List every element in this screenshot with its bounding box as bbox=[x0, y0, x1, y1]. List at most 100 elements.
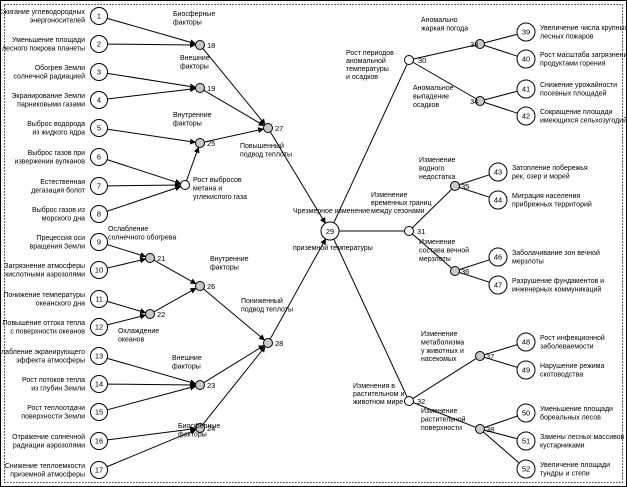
node-10[interactable] bbox=[90, 261, 108, 279]
node-51[interactable] bbox=[516, 431, 536, 451]
node-gas[interactable] bbox=[180, 180, 190, 190]
node-36[interactable] bbox=[450, 266, 460, 276]
node-circle-41[interactable] bbox=[516, 79, 536, 99]
node-6[interactable] bbox=[90, 148, 108, 166]
node-4[interactable] bbox=[90, 91, 108, 109]
node-circle-29[interactable] bbox=[320, 221, 340, 241]
node-29[interactable] bbox=[320, 221, 340, 241]
node-circle-27[interactable] bbox=[263, 123, 273, 133]
node-circle-3[interactable] bbox=[90, 63, 108, 81]
node-16[interactable] bbox=[90, 432, 108, 450]
node-circle-34[interactable] bbox=[475, 96, 485, 106]
node-circle-25[interactable] bbox=[195, 138, 205, 148]
node-34[interactable] bbox=[475, 96, 485, 106]
node-30[interactable] bbox=[404, 55, 414, 65]
node-27[interactable] bbox=[263, 123, 273, 133]
node-circle-30[interactable] bbox=[404, 55, 414, 65]
node-circle-31[interactable] bbox=[404, 226, 414, 236]
node-46[interactable] bbox=[488, 247, 508, 267]
node-circle-49[interactable] bbox=[516, 360, 536, 380]
node-12[interactable] bbox=[90, 318, 108, 336]
node-42[interactable] bbox=[516, 106, 536, 126]
node-circle-11[interactable] bbox=[90, 290, 108, 308]
node-32[interactable] bbox=[404, 396, 414, 406]
node-8[interactable] bbox=[90, 205, 108, 223]
node-3[interactable] bbox=[90, 63, 108, 81]
node-circle-37[interactable] bbox=[475, 351, 485, 361]
node-33[interactable] bbox=[475, 39, 485, 49]
node-circle-gas[interactable] bbox=[180, 180, 190, 190]
node-circle-7[interactable] bbox=[90, 177, 108, 195]
node-circle-6[interactable] bbox=[90, 148, 108, 166]
node-circle-24[interactable] bbox=[195, 423, 205, 433]
node-35[interactable] bbox=[450, 181, 460, 191]
node-7[interactable] bbox=[90, 177, 108, 195]
node-circle-21[interactable] bbox=[145, 253, 155, 263]
node-circle-52[interactable] bbox=[516, 459, 536, 479]
node-circle-22[interactable] bbox=[145, 309, 155, 319]
node-26[interactable] bbox=[195, 281, 205, 291]
node-49[interactable] bbox=[516, 360, 536, 380]
node-47[interactable] bbox=[488, 275, 508, 295]
node-43[interactable] bbox=[488, 162, 508, 182]
node-circle-23[interactable] bbox=[195, 380, 205, 390]
node-circle-46[interactable] bbox=[488, 247, 508, 267]
node-circle-44[interactable] bbox=[488, 190, 508, 210]
node-31[interactable] bbox=[404, 226, 414, 236]
node-circle-17[interactable] bbox=[90, 461, 108, 479]
node-22[interactable] bbox=[145, 309, 155, 319]
node-circle-12[interactable] bbox=[90, 318, 108, 336]
node-circle-43[interactable] bbox=[488, 162, 508, 182]
node-24[interactable] bbox=[195, 423, 205, 433]
node-circle-40[interactable] bbox=[516, 49, 536, 69]
node-5[interactable] bbox=[90, 119, 108, 137]
node-circle-1[interactable] bbox=[90, 7, 108, 25]
node-circle-13[interactable] bbox=[90, 347, 108, 365]
node-40[interactable] bbox=[516, 49, 536, 69]
node-circle-19[interactable] bbox=[195, 83, 205, 93]
node-37[interactable] bbox=[475, 351, 485, 361]
node-circle-8[interactable] bbox=[90, 205, 108, 223]
node-2[interactable] bbox=[90, 35, 108, 53]
node-circle-10[interactable] bbox=[90, 261, 108, 279]
node-25[interactable] bbox=[195, 138, 205, 148]
node-circle-4[interactable] bbox=[90, 91, 108, 109]
node-41[interactable] bbox=[516, 79, 536, 99]
node-44[interactable] bbox=[488, 190, 508, 210]
node-circle-35[interactable] bbox=[450, 181, 460, 191]
node-circle-39[interactable] bbox=[516, 22, 536, 42]
node-circle-33[interactable] bbox=[475, 39, 485, 49]
node-circle-18[interactable] bbox=[195, 40, 205, 50]
node-9[interactable] bbox=[90, 233, 108, 251]
node-circle-42[interactable] bbox=[516, 106, 536, 126]
node-39[interactable] bbox=[516, 22, 536, 42]
node-17[interactable] bbox=[90, 461, 108, 479]
node-14[interactable] bbox=[90, 375, 108, 393]
node-circle-50[interactable] bbox=[516, 403, 536, 423]
node-circle-38[interactable] bbox=[475, 424, 485, 434]
node-circle-28[interactable] bbox=[263, 338, 273, 348]
node-13[interactable] bbox=[90, 347, 108, 365]
node-23[interactable] bbox=[195, 380, 205, 390]
node-50[interactable] bbox=[516, 403, 536, 423]
node-11[interactable] bbox=[90, 290, 108, 308]
node-circle-26[interactable] bbox=[195, 281, 205, 291]
node-circle-16[interactable] bbox=[90, 432, 108, 450]
node-circle-5[interactable] bbox=[90, 119, 108, 137]
node-circle-32[interactable] bbox=[404, 396, 414, 406]
node-48[interactable] bbox=[516, 332, 536, 352]
node-circle-14[interactable] bbox=[90, 375, 108, 393]
node-1[interactable] bbox=[90, 7, 108, 25]
node-circle-9[interactable] bbox=[90, 233, 108, 251]
node-circle-48[interactable] bbox=[516, 332, 536, 352]
node-52[interactable] bbox=[516, 459, 536, 479]
node-19[interactable] bbox=[195, 83, 205, 93]
node-circle-51[interactable] bbox=[516, 431, 536, 451]
node-38[interactable] bbox=[475, 424, 485, 434]
node-21[interactable] bbox=[145, 253, 155, 263]
node-15[interactable] bbox=[90, 403, 108, 421]
node-circle-47[interactable] bbox=[488, 275, 508, 295]
node-18[interactable] bbox=[195, 40, 205, 50]
node-circle-15[interactable] bbox=[90, 403, 108, 421]
node-circle-36[interactable] bbox=[450, 266, 460, 276]
